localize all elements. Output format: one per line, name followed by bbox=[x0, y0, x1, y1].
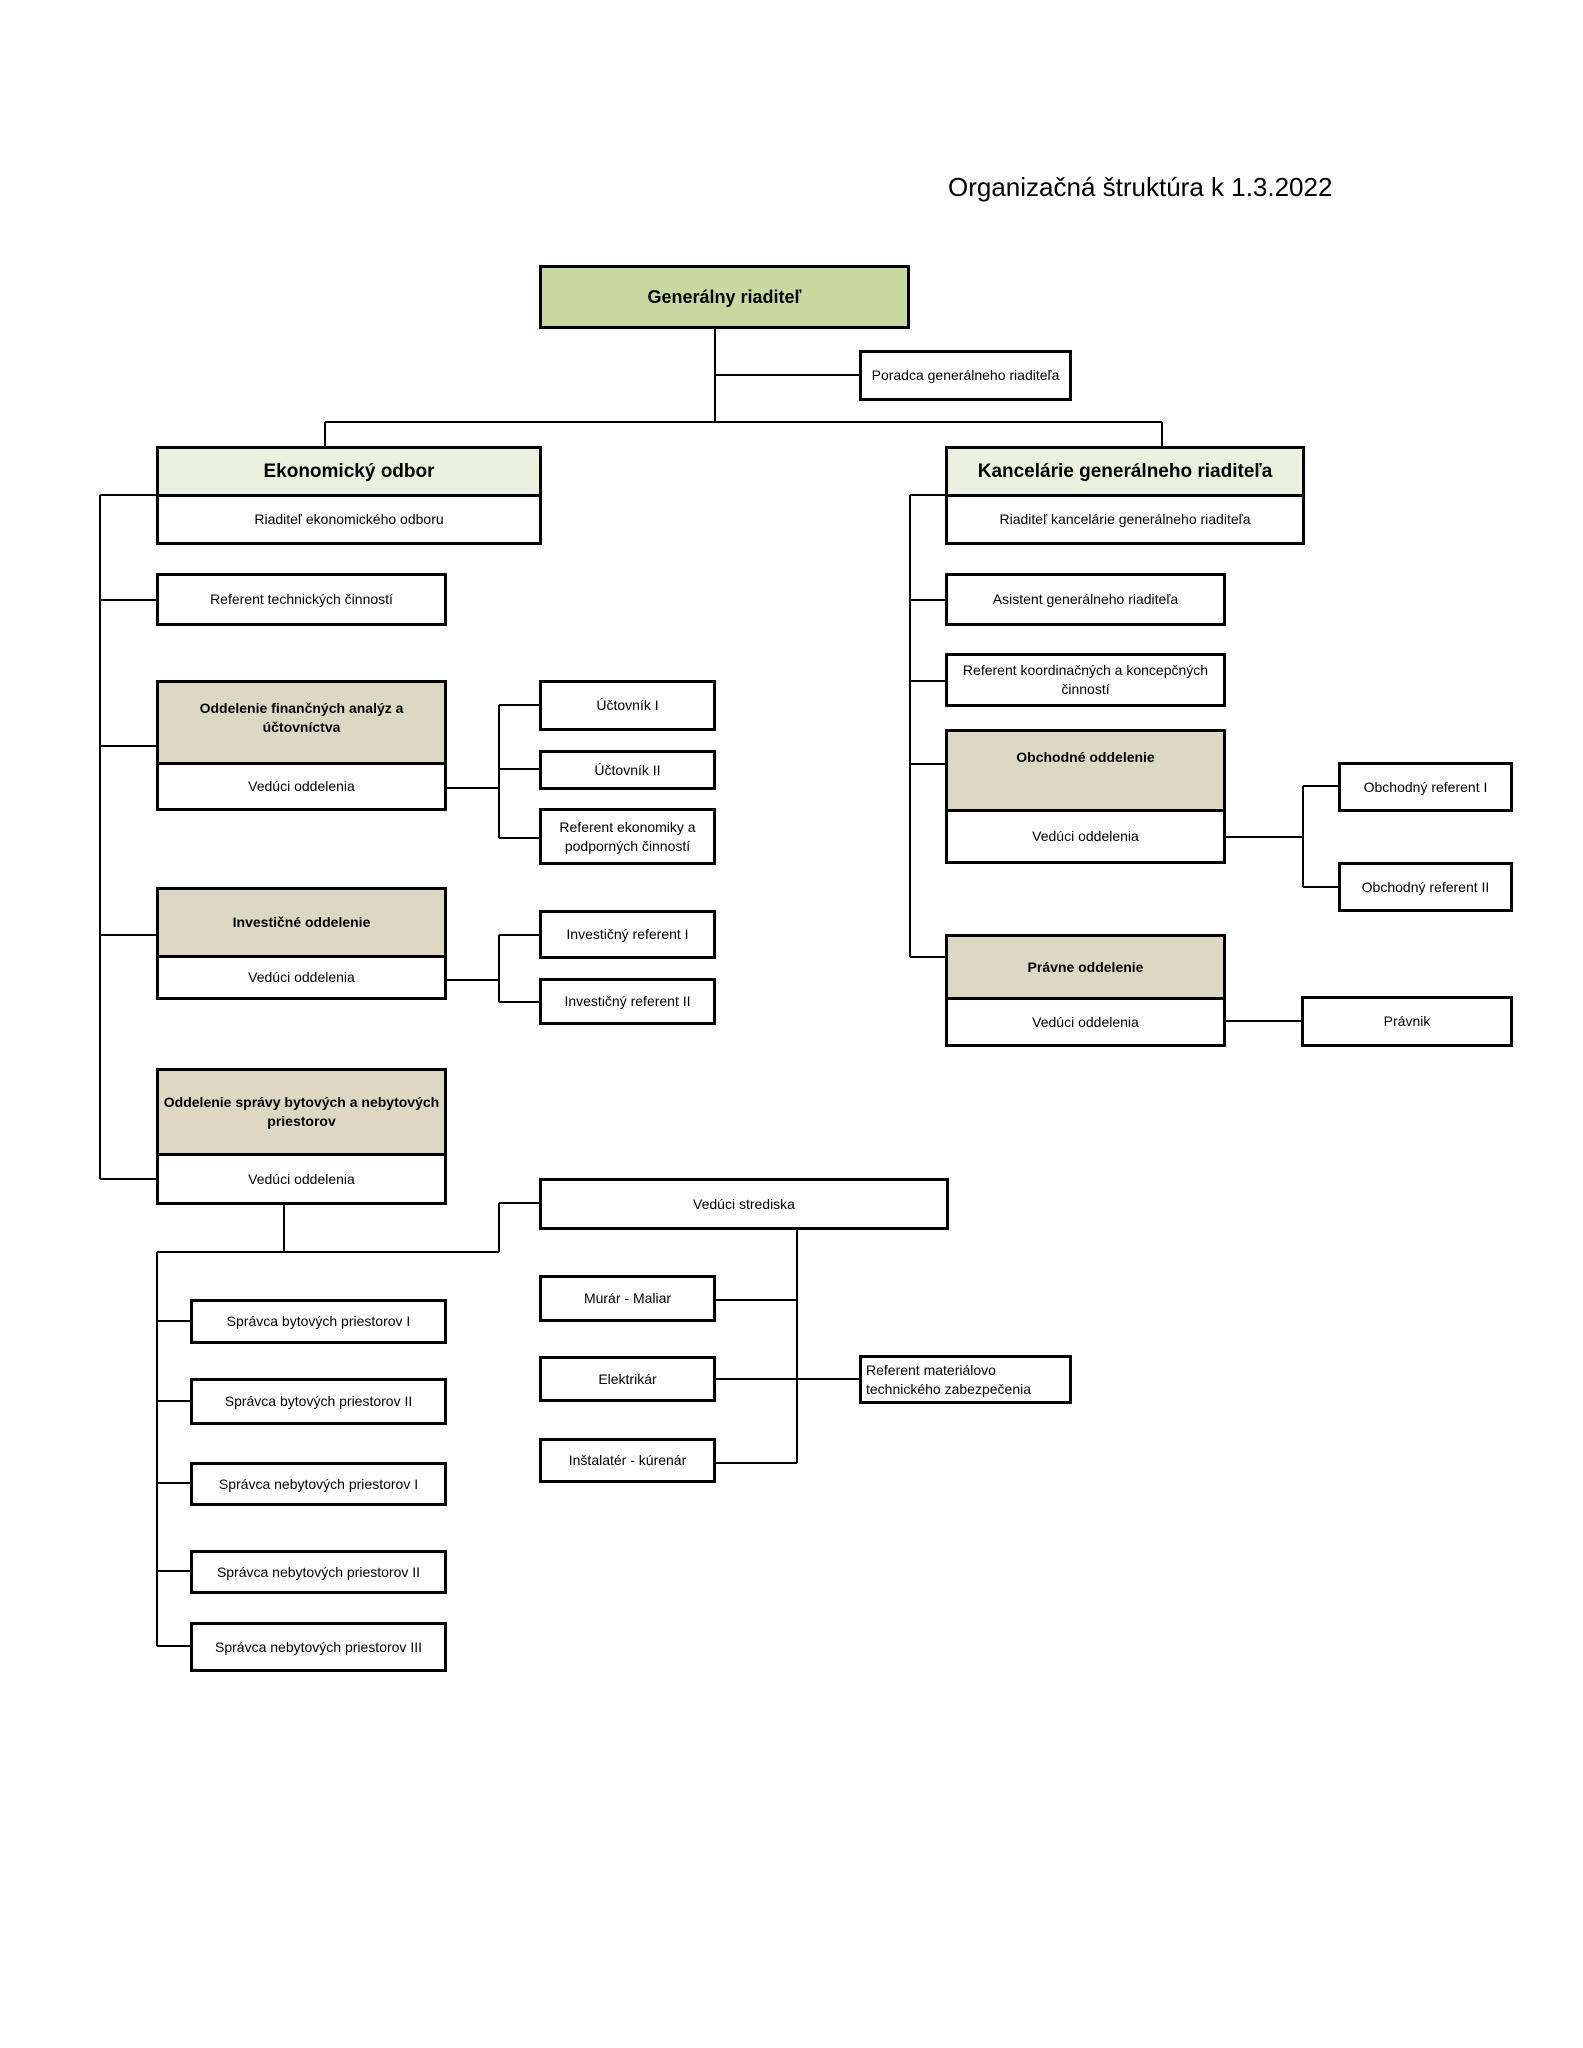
manager-nonresidential-3-box: Správca nebytových priestorov III bbox=[190, 1622, 447, 1672]
material-referent-box: Referent materiálovo technického zabezpe… bbox=[859, 1355, 1072, 1404]
office-division-title: Kancelárie generálneho riaditeľa bbox=[945, 446, 1305, 497]
legal-department-head: Vedúci oddelenia bbox=[945, 997, 1226, 1047]
lawyer-box: Právnik bbox=[1301, 996, 1513, 1047]
director-box: Generálny riaditeľ bbox=[539, 265, 910, 329]
coordination-referent-box: Referent koordinačných a koncepčných čin… bbox=[945, 653, 1226, 707]
investment-referent-1-box: Investičný referent I bbox=[539, 910, 716, 959]
manager-residential-2-box: Správca bytových priestorov II bbox=[190, 1378, 447, 1425]
economic-division-head: Riaditeľ ekonomického odboru bbox=[156, 494, 542, 545]
investment-department-head: Vedúci oddelenia bbox=[156, 955, 447, 1000]
commercial-department-head: Vedúci oddelenia bbox=[945, 809, 1226, 864]
accountant-1-box: Účtovník I bbox=[539, 680, 716, 731]
page-title: Organizačná štruktúra k 1.3.2022 bbox=[948, 172, 1333, 202]
legal-department-title: Právne oddelenie bbox=[945, 934, 1226, 1000]
economy-referent-box: Referent ekonomiky a podporných činností bbox=[539, 808, 716, 865]
property-department-title: Oddelenie správy bytových a nebytových p… bbox=[156, 1068, 447, 1156]
manager-residential-1-box: Správca bytových priestorov I bbox=[190, 1299, 447, 1344]
finance-department-title: Oddelenie finančných analýz a účtovníctv… bbox=[156, 680, 447, 765]
commercial-referent-2-box: Obchodný referent II bbox=[1338, 862, 1513, 912]
plumber-heating-box: Inštalatér - kúrenár bbox=[539, 1438, 716, 1483]
electrician-box: Elektrikár bbox=[539, 1356, 716, 1402]
property-department-head: Vedúci oddelenia bbox=[156, 1153, 447, 1205]
manager-nonresidential-1-box: Správca nebytových priestorov I bbox=[190, 1462, 447, 1506]
economic-division-title: Ekonomický odbor bbox=[156, 446, 542, 497]
bricklayer-painter-box: Murár - Maliar bbox=[539, 1275, 716, 1322]
accountant-2-box: Účtovník II bbox=[539, 750, 716, 790]
finance-department-head: Vedúci oddelenia bbox=[156, 762, 447, 811]
tech-referent-box: Referent technických činností bbox=[156, 573, 447, 626]
commercial-referent-1-box: Obchodný referent I bbox=[1338, 762, 1513, 812]
center-head-box: Vedúci strediska bbox=[539, 1178, 949, 1230]
manager-nonresidential-2-box: Správca nebytových priestorov II bbox=[190, 1550, 447, 1594]
commercial-department-title: Obchodné oddelenie bbox=[945, 729, 1226, 812]
advisor-box: Poradca generálneho riaditeľa bbox=[859, 350, 1072, 401]
office-division-head: Riaditeľ kancelárie generálneho riaditeľ… bbox=[945, 494, 1305, 545]
assistant-box: Asistent generálneho riaditeľa bbox=[945, 573, 1226, 626]
investment-department-title: Investičné oddelenie bbox=[156, 887, 447, 958]
investment-referent-2-box: Investičný referent II bbox=[539, 978, 716, 1025]
